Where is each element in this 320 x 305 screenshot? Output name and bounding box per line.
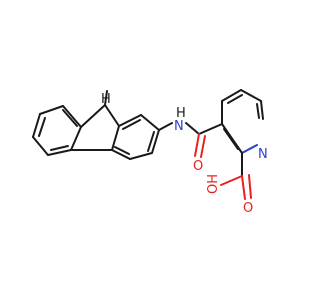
atom-label-carbonyl-o: O xyxy=(193,159,203,174)
atom-label-nh-h: H xyxy=(176,106,186,121)
atom-label-amide-n: N xyxy=(174,119,184,134)
molecule-canvas: H H N N O O OH xyxy=(32,89,268,216)
atom-label-acid-o: O xyxy=(243,201,253,216)
fluorene-left-ring xyxy=(32,105,82,156)
amide-linkage xyxy=(158,122,223,158)
pyridine-ring xyxy=(221,89,264,154)
atom-label-ch2-h: H xyxy=(101,92,111,107)
atom-label-pyridine-n: N xyxy=(258,147,268,162)
atom-label-acid-oh: OH xyxy=(206,174,221,194)
fluorene-five-ring xyxy=(70,90,120,151)
structure-diagram: H H N N O O OH xyxy=(32,89,268,216)
carboxylic-acid xyxy=(220,152,252,200)
fluorene-right-ring xyxy=(111,114,160,160)
